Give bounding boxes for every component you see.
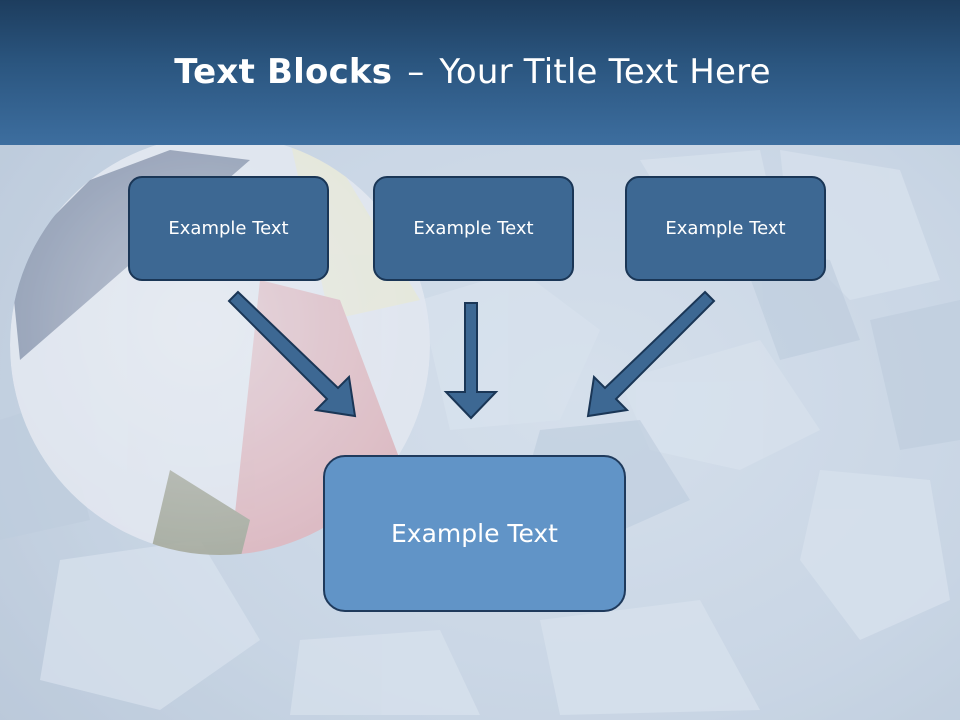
text-block-top-center[interactable]: Example Text [373, 176, 574, 281]
arrow-down-icon [443, 302, 499, 420]
text-block-label: Example Text [168, 218, 289, 239]
title-bar: Text Blocks – Your Title Text Here [0, 0, 960, 145]
text-block-label: Example Text [413, 218, 534, 239]
arrow-down-right-icon [227, 290, 357, 418]
text-block-label: Example Text [391, 519, 558, 548]
slide-title: Text Blocks – Your Title Text Here [0, 52, 945, 92]
text-block-label: Example Text [665, 218, 786, 239]
title-separator: – [407, 52, 425, 92]
title-rest-text: Your Title Text Here [439, 52, 771, 92]
title-bold-text: Text Blocks [174, 52, 393, 92]
ice-texture [40, 150, 950, 715]
arrow-down-left-icon [586, 290, 716, 418]
text-block-bottom[interactable]: Example Text [323, 455, 626, 612]
text-block-top-right[interactable]: Example Text [625, 176, 826, 281]
text-block-top-left[interactable]: Example Text [128, 176, 329, 281]
